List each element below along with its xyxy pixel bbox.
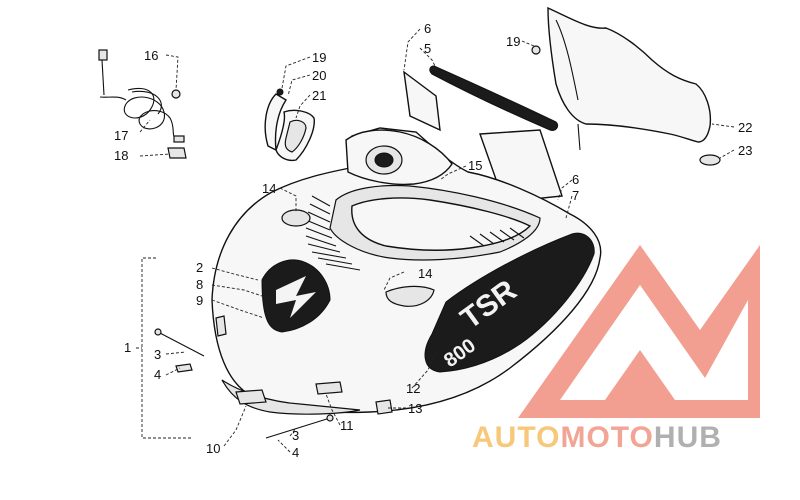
callout-19b: 19 xyxy=(506,34,520,49)
callout-2: 2 xyxy=(196,260,203,275)
callout-12: 12 xyxy=(406,381,420,396)
callout-18: 18 xyxy=(114,148,128,163)
callout-4a: 4 xyxy=(154,367,161,382)
part-hood-assembly: TSR 800 xyxy=(211,127,602,415)
callout-20: 20 xyxy=(312,68,326,83)
callout-6a: 6 xyxy=(424,21,431,36)
callout-labels: 16 17 18 19 20 21 6 5 19 22 23 15 6 7 14… xyxy=(114,21,752,460)
watermark-moto: MOTO xyxy=(560,421,653,454)
callout-13: 13 xyxy=(408,401,422,416)
callout-7: 7 xyxy=(572,188,579,203)
callout-4b: 4 xyxy=(292,445,299,460)
callout-21: 21 xyxy=(312,88,326,103)
leader-lines xyxy=(136,28,735,453)
part-windshield xyxy=(531,6,721,166)
callout-8: 8 xyxy=(196,277,203,292)
callout-3a: 3 xyxy=(154,347,161,362)
callout-6b: 6 xyxy=(572,172,579,187)
watermark-hub: HUB xyxy=(654,421,722,454)
callout-16: 16 xyxy=(144,48,158,63)
callout-11: 11 xyxy=(340,418,354,433)
watermark-auto: AUTO xyxy=(472,421,560,454)
callout-19a: 19 xyxy=(312,50,326,65)
callout-14b: 14 xyxy=(418,266,432,281)
callout-22: 22 xyxy=(738,120,752,135)
part-mirror-bracket xyxy=(264,88,315,162)
part-coil-cable xyxy=(98,49,187,159)
watermark-text: AUTOMOTOHUB xyxy=(472,421,722,454)
callout-17: 17 xyxy=(114,128,128,143)
callout-10: 10 xyxy=(206,441,220,456)
callout-23: 23 xyxy=(738,143,752,158)
callout-3b: 3 xyxy=(292,428,299,443)
callout-5: 5 xyxy=(424,41,431,56)
callout-14a: 14 xyxy=(262,181,276,196)
automotohub-logo-mark xyxy=(518,245,760,418)
part-hinge-rods xyxy=(154,328,393,439)
callout-9: 9 xyxy=(196,293,203,308)
callout-15: 15 xyxy=(468,158,482,173)
callout-1: 1 xyxy=(124,340,131,355)
part-trim-strip xyxy=(429,65,559,131)
